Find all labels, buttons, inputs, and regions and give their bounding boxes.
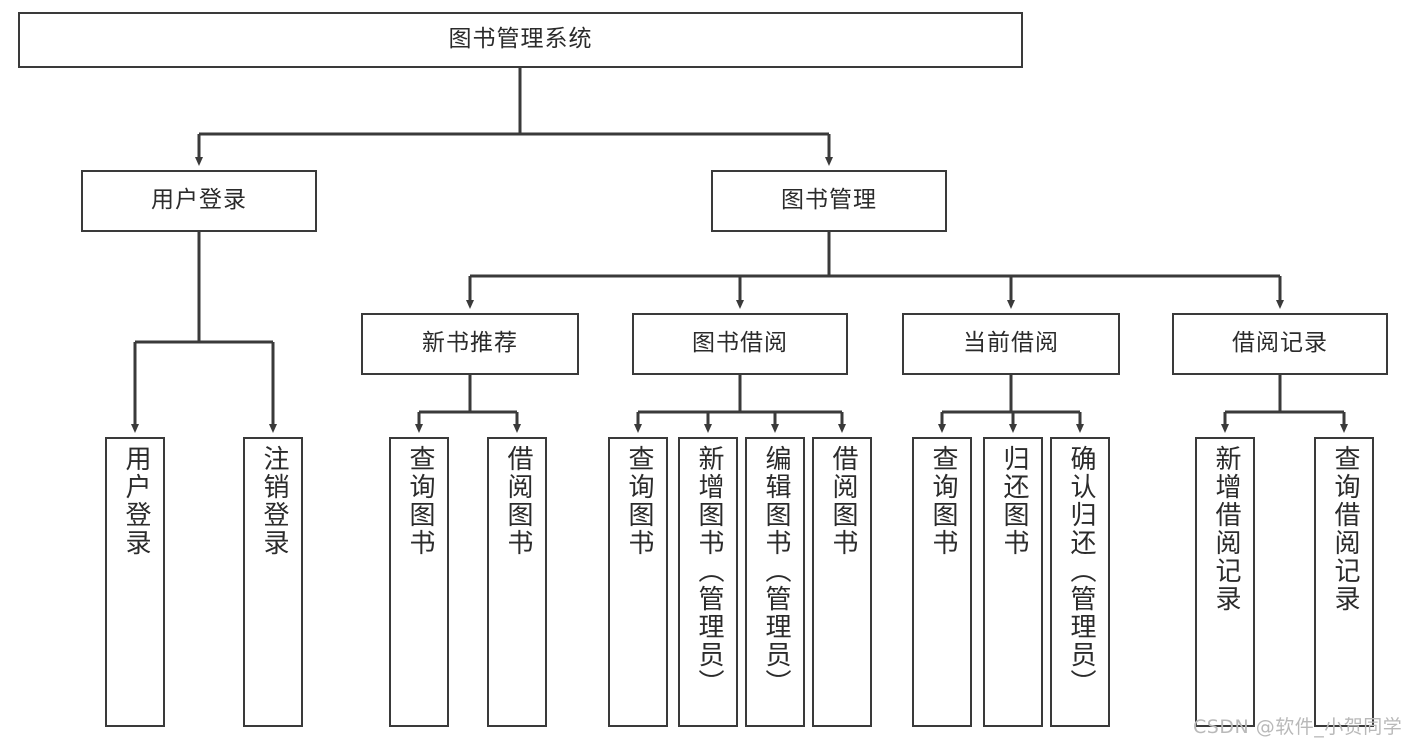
leaf-borrow-book-newbooks[interactable]: 借阅图书 — [487, 437, 547, 727]
node-user-login[interactable]: 用户登录 — [81, 170, 317, 232]
node-book-management[interactable]: 图书管理 — [711, 170, 947, 232]
leaf-query-borrow-record[interactable]: 查询借阅记录 — [1314, 437, 1374, 727]
leaf-label: 借阅图书 — [827, 445, 858, 557]
leaf-logout[interactable]: 注销登录 — [243, 437, 303, 727]
leaf-label: 新增图书（管理员） — [693, 445, 724, 697]
node-book-borrow[interactable]: 图书借阅 — [632, 313, 848, 375]
leaf-add-borrow-record[interactable]: 新增借阅记录 — [1195, 437, 1255, 727]
leaf-label: 新增借阅记录 — [1210, 445, 1241, 613]
leaf-label: 归还图书 — [998, 445, 1029, 557]
leaf-label: 注销登录 — [258, 445, 289, 557]
csdn-watermark: CSDN @软件_小贺同学 — [1193, 716, 1403, 738]
node-new-book-recommend[interactable]: 新书推荐 — [361, 313, 579, 375]
leaf-return-book[interactable]: 归还图书 — [983, 437, 1043, 727]
leaf-label: 编辑图书（管理员） — [760, 445, 791, 697]
leaf-confirm-return-admin[interactable]: 确认归还（管理员） — [1050, 437, 1110, 727]
leaf-query-book-borrow[interactable]: 查询图书 — [608, 437, 668, 727]
leaf-label: 查询图书 — [927, 445, 958, 557]
leaf-label: 查询图书 — [404, 445, 435, 557]
leaf-query-book-current[interactable]: 查询图书 — [912, 437, 972, 727]
node-root-system[interactable]: 图书管理系统 — [18, 12, 1023, 68]
leaf-lend-book[interactable]: 借阅图书 — [812, 437, 872, 727]
leaf-label: 确认归还（管理员） — [1065, 445, 1096, 697]
leaf-label: 借阅图书 — [502, 445, 533, 557]
node-current-borrow[interactable]: 当前借阅 — [902, 313, 1120, 375]
leaf-add-book-admin[interactable]: 新增图书（管理员） — [678, 437, 738, 727]
leaf-label: 查询图书 — [623, 445, 654, 557]
leaf-user-login[interactable]: 用户登录 — [105, 437, 165, 727]
leaf-edit-book-admin[interactable]: 编辑图书（管理员） — [745, 437, 805, 727]
leaf-label: 用户登录 — [120, 445, 151, 557]
node-borrow-records[interactable]: 借阅记录 — [1172, 313, 1388, 375]
leaf-label: 查询借阅记录 — [1329, 445, 1360, 613]
leaf-query-book-newbooks[interactable]: 查询图书 — [389, 437, 449, 727]
